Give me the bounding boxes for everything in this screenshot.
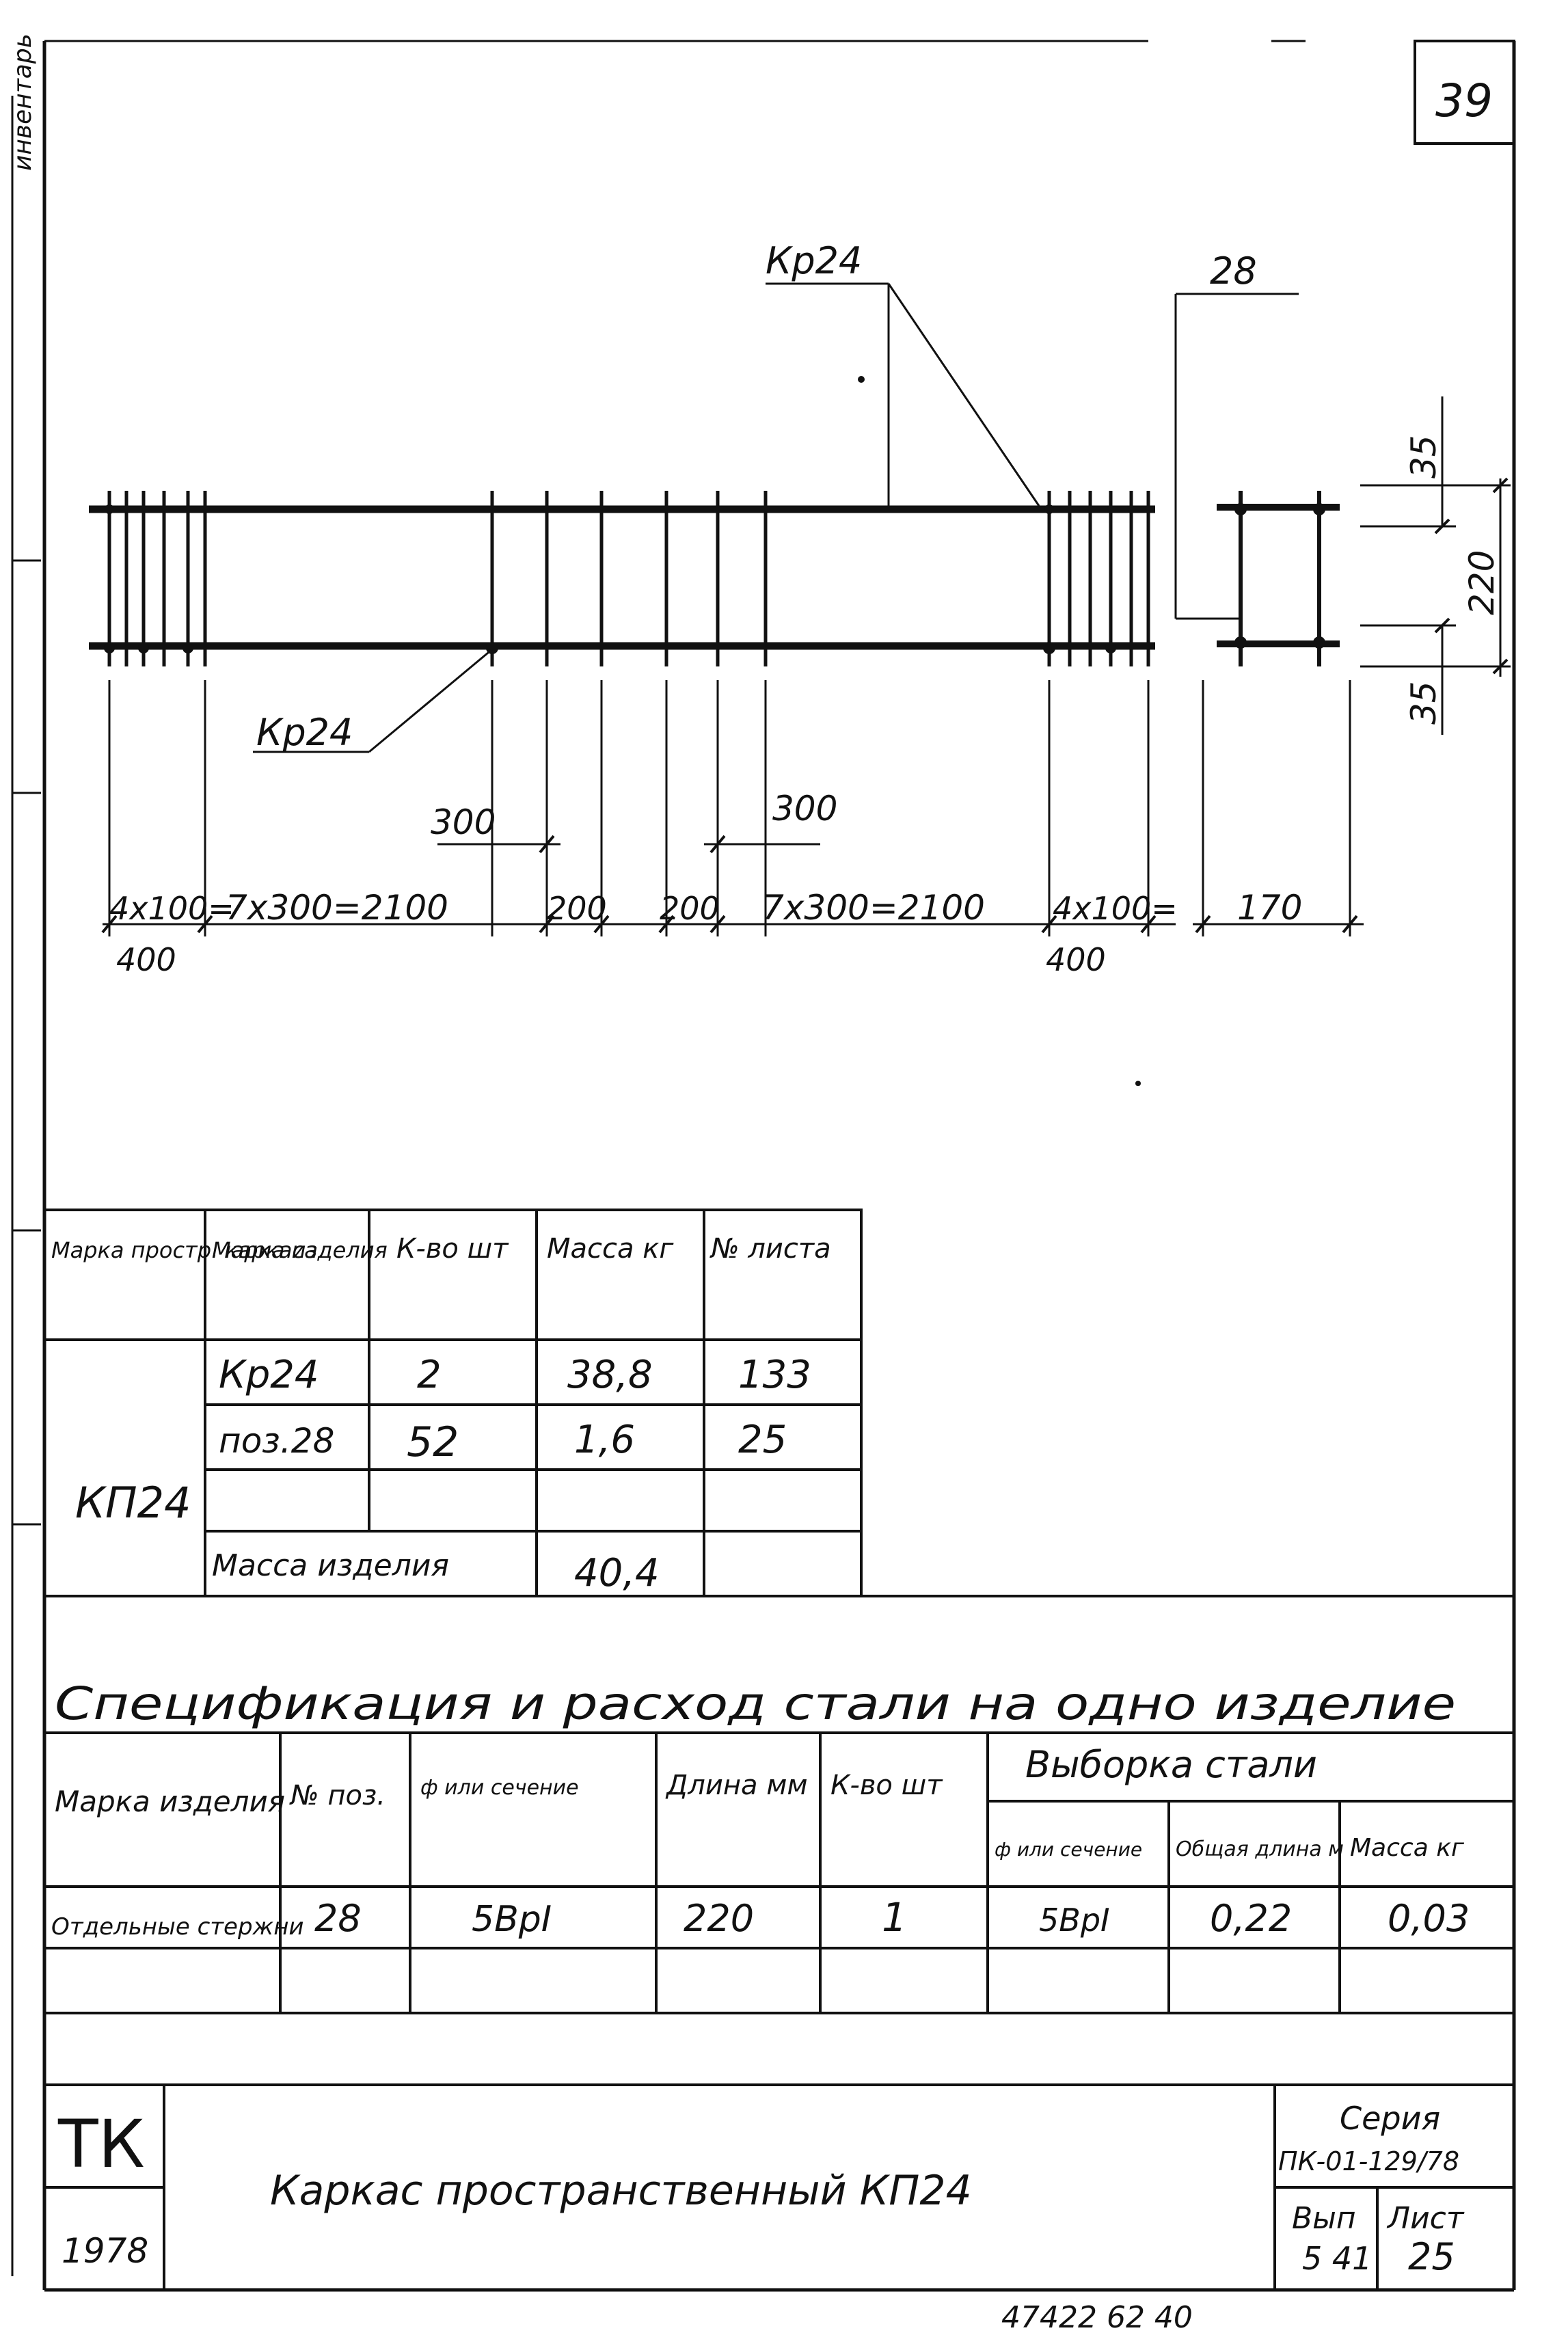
- frame-mark: КП24: [75, 1478, 191, 1528]
- dim-200-right: 200: [660, 890, 720, 927]
- section-bottom: 35: [1404, 681, 1444, 725]
- sheet-label: Лист: [1386, 2201, 1465, 2236]
- row1-qty: 2: [417, 1353, 442, 1397]
- spacing-300-left: 300: [431, 802, 496, 842]
- items-table-text: Марка простр. каркаса Марка изделия К-во…: [51, 1233, 831, 1595]
- spec-row-length: 220: [684, 1897, 754, 1940]
- spacing-300-right: 300: [772, 789, 837, 828]
- hdr-qty: К-во шт: [396, 1233, 509, 1265]
- issue-label: Вып: [1292, 2201, 1356, 2236]
- spec-hdr-mark: Марка изделия: [55, 1785, 285, 1818]
- dim-4x100-left: 4х100=: [109, 890, 234, 927]
- row2-sheet: 25: [738, 1418, 787, 1462]
- spec-hdr-qty: К-во шт: [830, 1770, 943, 1801]
- hdr-frame-mark: Марка простр. каркаса: [51, 1237, 318, 1263]
- spec-title: Спецификация и расход стали на одно изде…: [55, 1677, 1456, 1730]
- spec-row-sel-mass: 0,03: [1388, 1897, 1470, 1940]
- cross-section: [1174, 293, 1511, 936]
- hdr-sheet: № листа: [709, 1233, 831, 1265]
- dim-200-left: 200: [547, 890, 607, 927]
- sheet-number-box: 39: [1414, 40, 1515, 145]
- spec-row-qty: 1: [882, 1894, 907, 1941]
- margin-note: инвентарь: [9, 33, 37, 171]
- section-top: 35: [1404, 435, 1444, 478]
- spec-hdr-pos: № поз.: [289, 1780, 386, 1811]
- spec-hdr-length: Длина мм: [665, 1770, 808, 1801]
- spec-table-text: Марка изделия № поз. ф или сечение Длина…: [51, 1743, 1470, 1941]
- section-width: 170: [1237, 888, 1302, 928]
- footer-note: 47422 62 40: [1001, 2300, 1193, 2332]
- year: 1978: [62, 2231, 148, 2271]
- total-value: 40,4: [574, 1551, 660, 1595]
- left-margin-marks: [11, 96, 41, 2276]
- dim-7x300-right: 7х300=2100: [762, 888, 985, 928]
- spec-row-mark: Отдельные стержни: [51, 1913, 304, 1941]
- spec-hdr-section: ф или сечение: [420, 1776, 579, 1800]
- section-height: 220: [1462, 550, 1502, 615]
- dim-400-left: 400: [116, 941, 176, 978]
- hdr-mass: Масса кг: [547, 1233, 674, 1265]
- series-code: ПК-01-129/78: [1278, 2146, 1459, 2176]
- row2-mass: 1,6: [574, 1418, 635, 1462]
- row1-mass: 38,8: [567, 1353, 653, 1397]
- spec-hdr-sel-length: Общая длина м: [1176, 1837, 1344, 1861]
- row2-mark: поз.28: [219, 1421, 334, 1461]
- title-block: [44, 2083, 1514, 2290]
- spec-row-sel-length: 0,22: [1210, 1897, 1292, 1940]
- dim-7x300-left: 7х300=2100: [226, 888, 448, 928]
- callout-kp24-top: Кр24: [766, 239, 862, 282]
- dim-400-right: 400: [1046, 941, 1106, 978]
- sheet-number: 39: [1435, 75, 1493, 127]
- sheet-value: 25: [1408, 2235, 1455, 2278]
- dim-4x100-right: 4х100=: [1053, 890, 1178, 927]
- org-code: ТК: [57, 2106, 145, 2183]
- row1-sheet: 133: [738, 1353, 811, 1397]
- series-label: Серия: [1340, 2100, 1440, 2137]
- spec-row-pos: 28: [314, 1897, 362, 1940]
- row1-mark: Кр24: [219, 1353, 319, 1397]
- drawing-title: Каркас пространственный КП24: [270, 2167, 972, 2215]
- total-label: Масса изделия: [212, 1548, 449, 1583]
- spec-row-section: 5ВрI: [472, 1899, 552, 1940]
- frame-elevation: [89, 282, 1176, 1086]
- spec-hdr-sel-section: ф или сечение: [995, 1838, 1142, 1861]
- callout-28: 28: [1210, 249, 1257, 293]
- title-block-text: ТК 1978 Каркас пространственный КП24 Сер…: [57, 2100, 1465, 2278]
- callout-kp24-bottom: Кр24: [256, 711, 353, 754]
- sheet-frame: [42, 40, 1516, 2292]
- spec-row-sel-section: 5ВрI: [1039, 1902, 1110, 1939]
- spec-hdr-selection: Выборка стали: [1025, 1743, 1317, 1786]
- items-table: [43, 1209, 863, 1597]
- hdr-item-mark: Марка изделия: [212, 1237, 388, 1263]
- row2-qty: 52: [407, 1418, 459, 1466]
- issue-number: 5 41: [1302, 2240, 1372, 2277]
- spec-hdr-sel-mass: Масса кг: [1350, 1834, 1465, 1862]
